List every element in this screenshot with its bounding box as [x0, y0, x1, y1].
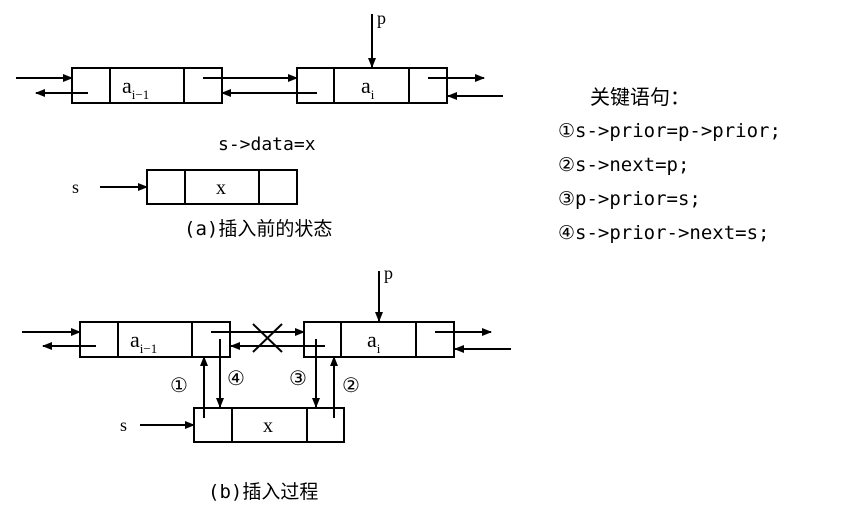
diagram-a: p ai−1 ai s->data=x s [16, 8, 503, 240]
key-statement-4: ④s->prior->next=s; [558, 222, 770, 244]
node-left-b: ai−1 [79, 321, 231, 358]
key-statement-3: ③p->prior=s; [558, 188, 701, 210]
node-left-label-a: ai−1 [122, 73, 149, 102]
pointer-p-label-b: p [384, 263, 393, 283]
caption-a: (a)插入前的状态 [184, 218, 332, 240]
node-right-label-a: ai [361, 73, 375, 102]
data-statement: s->data=x [218, 134, 316, 155]
caption-b: (b)插入过程 [208, 481, 318, 503]
key-statements: 关键语句： ①s->prior=p->prior; ②s->next=p; ③p… [558, 85, 781, 244]
diagram-b: p ai−1 ai s [22, 263, 511, 503]
new-node-label-a: x [216, 177, 226, 199]
key-statements-title: 关键语句： [590, 85, 690, 109]
new-node-label-b: x [263, 415, 273, 437]
pointer-s-label-a: s [72, 177, 79, 197]
key-statement-2: ②s->next=p; [558, 154, 689, 176]
new-node-b: x [193, 407, 345, 443]
node-left-label-b: ai−1 [130, 327, 157, 356]
node-left-a: ai−1 [71, 67, 223, 104]
node-right-b: ai [303, 321, 455, 358]
key-statement-1: ①s->prior=p->prior; [558, 120, 781, 142]
broken-link-cross [252, 323, 283, 353]
pointer-s-label-b: s [120, 415, 127, 435]
step-1-label: ① [170, 373, 188, 397]
node-right-a: ai [296, 67, 448, 104]
new-node-a: x [146, 169, 298, 205]
step-4-label: ④ [227, 366, 245, 390]
step-2-label: ② [342, 373, 360, 397]
step-3-label: ③ [289, 366, 307, 390]
node-right-label-b: ai [367, 327, 381, 356]
pointer-p-label-a: p [377, 8, 386, 28]
